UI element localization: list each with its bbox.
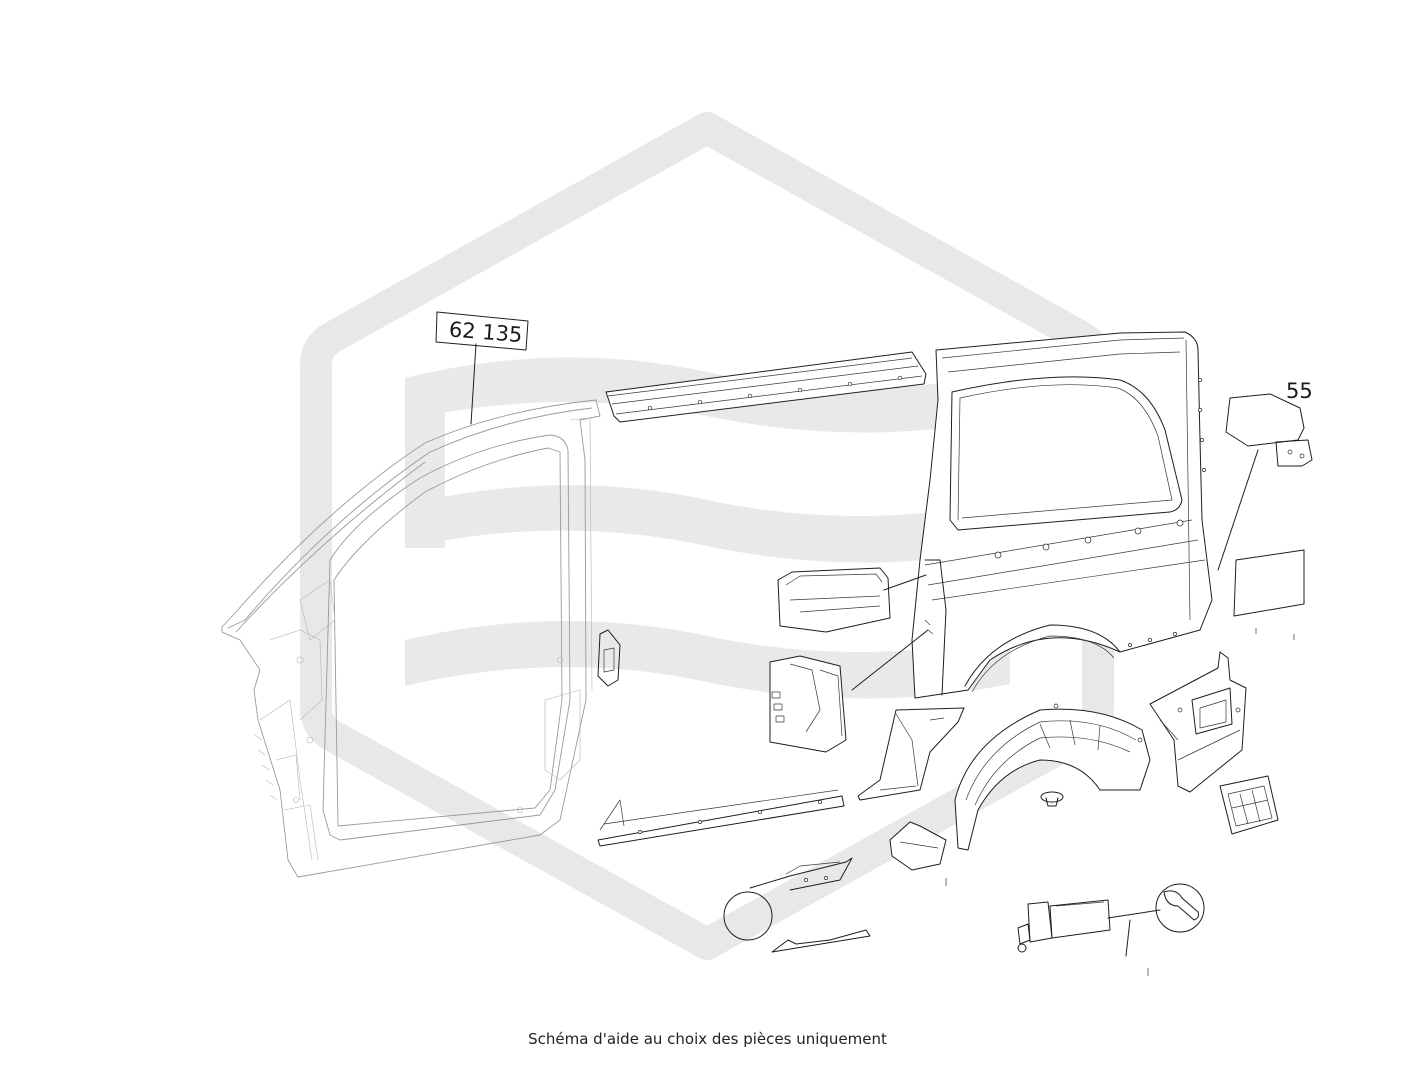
inner-bracket-lower[interactable]: [769, 629, 929, 753]
clip-fastener[interactable]: [1040, 791, 1064, 807]
wrench-icon: [1155, 883, 1205, 933]
front-side-frame[interactable]: [221, 399, 601, 878]
rear-quarter-panel[interactable]: [911, 331, 1213, 699]
callout-label-55: 55: [1286, 379, 1313, 403]
diagram-caption: Schéma d'aide au choix des pièces unique…: [528, 1030, 887, 1048]
callout-62-135: 62 135: [435, 311, 529, 425]
fuel-flap-plate[interactable]: [1233, 549, 1305, 640]
inner-bracket-upper[interactable]: [777, 567, 927, 633]
fuel-flap[interactable]: 55: [1217, 379, 1313, 571]
lower-bracket[interactable]: [889, 821, 947, 886]
roof-rail[interactable]: [605, 351, 927, 423]
vent-grille[interactable]: [1219, 775, 1279, 835]
callout-label-62-135: 62 135: [448, 317, 523, 347]
arch-extension[interactable]: [857, 707, 965, 801]
repair-brackets[interactable]: [723, 857, 871, 953]
rear-lamp-housing[interactable]: [1149, 651, 1247, 793]
inner-wheelhouse[interactable]: [954, 703, 1151, 851]
door-striker-bracket[interactable]: [597, 629, 621, 687]
adhesive-tube-icon: [1017, 899, 1161, 976]
sill-strip[interactable]: [597, 789, 845, 847]
